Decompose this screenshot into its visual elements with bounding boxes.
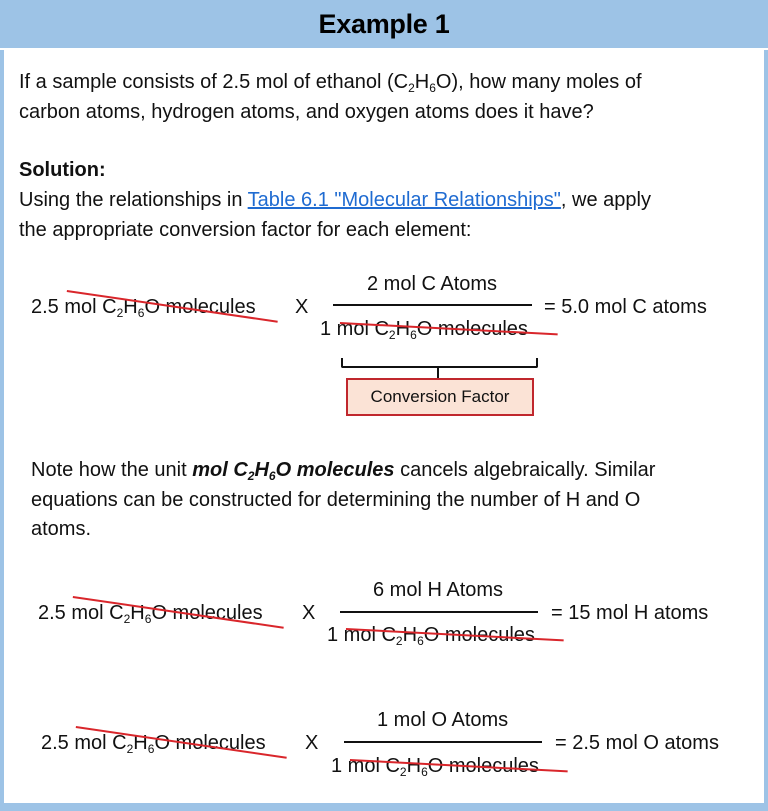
equation-result: = 5.0 mol C atoms: [544, 296, 707, 318]
times-sign: X: [305, 732, 319, 754]
fraction-bar: [340, 611, 538, 613]
denominator: 1 mol C2H6O molecules: [331, 755, 539, 779]
numerator: 1 mol O Atoms: [377, 709, 509, 731]
example-title: Example 1: [318, 8, 450, 39]
solution-label: Solution:: [19, 159, 106, 181]
fraction-bar: [333, 304, 532, 306]
solution-line-2: the appropriate conversion factor for ea…: [19, 219, 472, 241]
numerator: 6 mol H Atoms: [373, 579, 504, 601]
numerator: 2 mol C Atoms: [367, 273, 498, 295]
example-header: Example 1: [0, 0, 768, 50]
denominator: 1 mol C2H6O molecules: [327, 624, 535, 648]
fraction-bar: [344, 741, 542, 743]
note-line-2: equations can be constructed for determi…: [31, 489, 641, 511]
note-line-3: atoms.: [31, 518, 92, 540]
question-line-1: If a sample consists of 2.5 mol of ethan…: [19, 71, 642, 95]
equation-result: = 15 mol H atoms: [551, 602, 709, 624]
table-6-1-link[interactable]: Table 6.1 "Molecular Relationships": [247, 189, 561, 211]
question-line-2: carbon atoms, hydrogen atoms, and oxygen…: [19, 101, 594, 123]
note-bold-unit: mol C2H6O molecules: [192, 459, 395, 483]
equation-result: = 2.5 mol O atoms: [555, 732, 719, 754]
conversion-factor-label: Conversion Factor: [346, 378, 534, 416]
solution-line-1: Using the relationships in Table 6.1 "Mo…: [19, 189, 651, 211]
times-sign: X: [295, 296, 309, 318]
times-sign: X: [302, 602, 316, 624]
brace-icon: [341, 358, 538, 368]
brace-stem: [437, 366, 439, 378]
equation-left-term: 2.5 mol C2H6O molecules: [41, 732, 266, 756]
equation-left-term: 2.5 mol C2H6O molecules: [31, 296, 256, 320]
equation-left-term: 2.5 mol C2H6O molecules: [38, 602, 263, 626]
denominator: 1 mol C2H6O molecules: [320, 318, 528, 342]
note-line-1: Note how the unit mol C2H6O molecules ca…: [31, 459, 656, 483]
